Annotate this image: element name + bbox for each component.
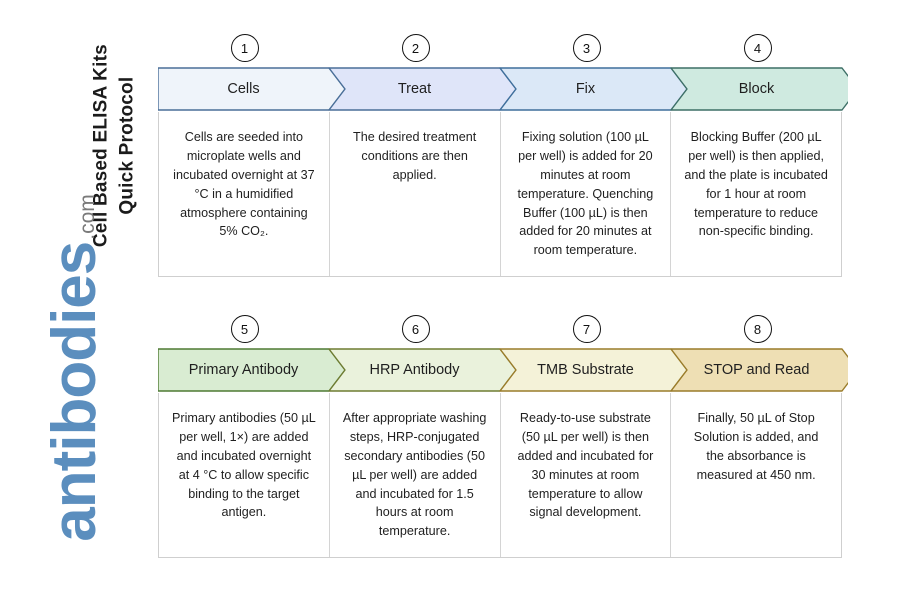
step-description-text: After appropriate washing steps, HRP-con… [342,411,487,539]
chevron-step-1[interactable] [158,67,346,111]
step-description-text: Finally, 50 µL of Stop Solution is added… [693,411,819,482]
step-number-badge: 8 [743,315,772,343]
logo-wordmark: antibodies [40,241,109,542]
step-description-text: Ready-to-use substrate (50 µL per well) … [517,411,654,520]
step-description-text: The desired treatment conditions are the… [353,130,477,182]
antibodies-logo: antibodies .com [0,194,109,542]
chevron-step-4[interactable] [670,67,848,111]
step-number-badge: 2 [401,34,430,62]
step-description-cell: Finally, 50 µL of Stop Solution is added… [671,393,841,557]
step-description-cell: Cells are seeded into microplate wells a… [159,112,330,276]
step-description-text: Primary antibodies (50 µL per well, 1×) … [172,411,316,520]
step-description-text: Fixing solution (100 µL per well) is add… [517,130,654,258]
step-description-cell: Fixing solution (100 µL per well) is add… [501,112,672,276]
chevron-step-7[interactable] [499,348,688,392]
chevron-step-8[interactable] [670,348,848,392]
step-description-text: Cells are seeded into microplate wells a… [173,130,315,239]
step-number-badge: 3 [572,34,601,62]
chevron-step-6[interactable] [328,348,517,392]
step-number-badge: 1 [230,34,259,62]
chevron-step-5[interactable] [158,348,346,392]
step-description-cell: Blocking Buffer (200 µL per well) is the… [671,112,841,276]
chevron-step-3[interactable] [499,67,688,111]
step-number-badge: 6 [401,315,430,343]
step-number-strip: 1 2 3 4 [158,32,842,66]
left-rail: Cell Based ELISA Kits Quick Protocol ant… [0,0,150,594]
step-description-grid: Cells are seeded into microplate wells a… [158,112,842,277]
step-number-badge: 7 [572,315,601,343]
step-description-cell: After appropriate washing steps, HRP-con… [330,393,501,557]
step-description-text: Blocking Buffer (200 µL per well) is the… [684,130,828,239]
step-description-cell: Ready-to-use substrate (50 µL per well) … [501,393,672,557]
step-description-grid: Primary antibodies (50 µL per well, 1×) … [158,393,842,558]
step-description-cell: The desired treatment conditions are the… [330,112,501,276]
logo-tld: .com [76,194,99,240]
step-number-strip: 5 6 7 8 [158,313,842,347]
step-number-badge: 5 [230,315,259,343]
step-number-badge: 4 [743,34,772,62]
page-title-line-2: Quick Protocol [116,76,137,215]
chevron-step-2[interactable] [328,67,517,111]
step-description-cell: Primary antibodies (50 µL per well, 1×) … [159,393,330,557]
